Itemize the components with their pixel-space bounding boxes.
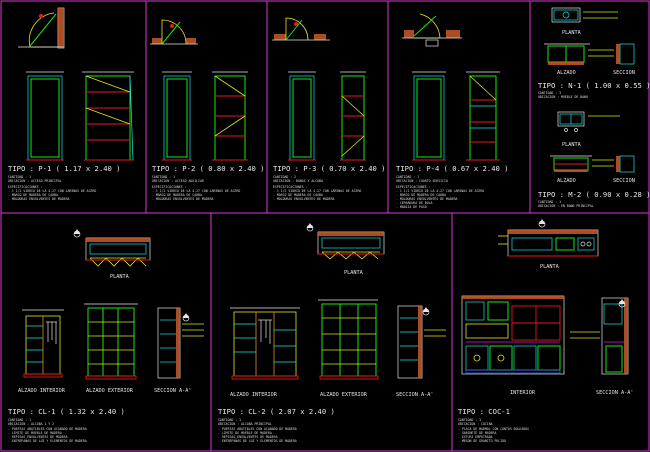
p4-note: - MARCO DE MADERA DE CAOBA (396, 193, 446, 197)
coc1-note: UBICACION : COCINA (458, 422, 493, 426)
coc1-notes: CANTIDAD : 1 UBICACION : COCINA - PLACA … (458, 418, 529, 443)
cl2-note: - PUERTAS ABATIBLES CON ACABADO DE MADER… (218, 427, 297, 431)
n1-alzado-label: ALZADO (557, 70, 576, 76)
p4-note: - MOLDURAS ENVOLVENTES DE MADERA (396, 197, 457, 201)
p2-note: CANTIDAD : 1 (152, 175, 175, 179)
p4-note: - 1 1/2 VIDRIO DE LA 4.27 CON LAMINAS DE… (396, 189, 484, 193)
p3-note: - 1 1/2 VIDRIO DE LA 4.27 CON LAMINAS DE… (273, 189, 361, 193)
cl2-notes: CANTIDAD : 1 UBICACION : ALCOBA PRINCIPA… (218, 418, 297, 443)
coc1-seccion-label: SECCION A-A' (596, 390, 633, 396)
m2-note: UBICACION : EN BANO PRINCIPAL (538, 204, 594, 208)
coc1-note: - ESTUFA EMPOTRADA (458, 435, 493, 439)
p1-note: - MARCO DE MADERA DE CAOBA (8, 193, 58, 197)
p2-title: TIPO : P-2 ( 0.80 x 2.40 ) (152, 164, 265, 173)
cl2-alzado-interior-label: ALZADO INTERIOR (230, 392, 278, 398)
p3-notes: CANTIDAD : 2 UBICACION : BANOS Y ALCOBA … (273, 175, 361, 201)
p4-note: CANTIDAD : 1 (396, 175, 419, 179)
n1-seccion-label: SECCION (613, 70, 635, 76)
p3-title: TIPO : P-3 ( 0.70 x 2.40 ) (273, 164, 386, 173)
cl1-seccion-label: SECCION A-A' (154, 388, 191, 394)
m2-title: TIPO : M-2 ( 0.90 x 0.28 ) (538, 190, 650, 199)
p1-note: - 1 1/2 VIDRIO DE LA 4.27 CON LAMINAS DE… (8, 189, 96, 193)
unit-n1-detail (544, 7, 635, 65)
p1-note: - MOLDURAS ENVOLVENTES DE MADERA (8, 197, 69, 201)
p2-note: - MARCO DE MADERA DE CAOBA (152, 193, 202, 197)
p1-note: CANTIDAD : 1 (8, 175, 31, 179)
door-p1-detail (18, 7, 134, 161)
n1-note: CANTIDAD : 3 (538, 91, 561, 95)
p3-note: CANTIDAD : 2 (273, 175, 296, 179)
door-p2-detail (150, 19, 248, 161)
p4-note: ESPECIFICACIONES : (396, 185, 431, 189)
cl1-alzado-exterior-label: ALZADO EXTERIOR (86, 388, 134, 394)
cl2-planta-label: PLANTA (344, 270, 364, 276)
p1-note: ESPECIFICACIONES : (8, 185, 43, 189)
door-p4-detail (402, 13, 500, 161)
cl1-note: - LIMITE DE MUEBLE DE MADERA (8, 431, 62, 435)
cl1-title: TIPO : CL-1 ( 1.32 x 2.40 ) (8, 407, 125, 416)
cl1-note: UBICACION : ALCOBA 1 Y 2 (8, 422, 54, 426)
cl2-note: - LIMITE DE MUEBLE DE MADERA (218, 431, 272, 435)
coc1-interior-label: INTERIOR (510, 390, 536, 396)
p3-note: UBICACION : BANOS Y ALCOBA (273, 179, 323, 183)
coc1-note: - MESON DE GRANITO PULIDO (458, 439, 506, 443)
cl2-note: CANTIDAD : 1 (218, 418, 241, 422)
coc1-title: TIPO : COC-1 (458, 407, 510, 416)
p3-note: - MOLDURAS ENVOLVENTES DE MADERA (273, 197, 334, 201)
door-p3-detail (272, 17, 366, 161)
p4-note: UBICACION : CUARTO SERVICIO (396, 179, 448, 183)
p3-note: - MARCO DE MADERA DE CAOBA (273, 193, 323, 197)
cl1-note: - REPISAS ENVOLVENTES DE MADERA (8, 435, 68, 439)
p2-notes: CANTIDAD : 1 UBICACION : ACCESO AUXILIAR… (152, 175, 240, 201)
p2-note: - MOLDURAS ENVOLVENTES DE MADERA (152, 197, 213, 201)
cl1-note: - ENTREPAÑOS DE LUZ Y ELEMENTOS DE MADER… (8, 438, 87, 443)
p1-notes: CANTIDAD : 1 UBICACION : ACCESO PRINCIPA… (8, 175, 96, 201)
n1-note: UBICACION : MUEBLE DE BANO (538, 95, 588, 99)
coc1-note: - PLACA DE MARMOL CON CANTOS BOLEADOS (458, 427, 529, 431)
coc1-planta-label: PLANTA (540, 264, 560, 270)
cl2-note: - REPISAS ENVOLVENTES DE MADERA (218, 435, 278, 439)
cl1-notes: CANTIDAD : 1 UBICACION : ALCOBA 1 Y 2 - … (8, 418, 87, 443)
kitchen-coc1-detail (461, 219, 629, 375)
cl2-note: - ENTREPAÑOS DE LUZ Y ELEMENTOS DE MADER… (218, 438, 297, 443)
p2-note: ESPECIFICACIONES : (152, 185, 187, 189)
n1-planta-label: PLANTA (562, 30, 582, 36)
cl2-note: UBICACION : ALCOBA PRINCIPAL (218, 422, 272, 426)
m2-note: CANTIDAD : 1 (538, 200, 561, 204)
cl1-note: CANTIDAD : 1 (8, 418, 31, 422)
coc1-note: - GABINETE DE MADERA (458, 431, 496, 435)
unit-m2-detail (550, 111, 635, 173)
m2-alzado-label: ALZADO (557, 178, 576, 184)
cl1-alzado-interior-label: ALZADO INTERIOR (18, 388, 66, 394)
p4-title: TIPO : P-4 ( 0.67 x 2.40 ) (396, 164, 509, 173)
cl2-title: TIPO : CL-2 ( 2.07 x 2.40 ) (218, 407, 335, 416)
coc1-note: CANTIDAD : 1 (458, 418, 481, 422)
m2-seccion-label: SECCION (613, 178, 635, 184)
p2-note: - 1 1/2 VIDRIO DE LA 4.27 CON LAMINAS DE… (152, 189, 240, 193)
closet-cl1-detail (22, 229, 204, 380)
m2-planta-label: PLANTA (562, 142, 582, 148)
n1-title: TIPO : N-1 ( 1.00 x 0.55 ) (538, 81, 650, 90)
p4-note: - CERRADURA DE BOLA (396, 201, 433, 205)
cl2-seccion-label: SECCION A-A' (396, 392, 433, 398)
cl1-planta-label: PLANTA (110, 274, 130, 280)
p4-notes: CANTIDAD : 1 UBICACION : CUARTO SERVICIO… (396, 175, 484, 209)
closet-cl2-detail (230, 223, 446, 380)
p4-note: - MANIJA DE PASO (396, 205, 427, 209)
p3-note: ESPECIFICACIONES : (273, 185, 308, 189)
p1-title: TIPO : P-1 ( 1.17 x 2.40 ) (8, 164, 121, 173)
p1-note: UBICACION : ACCESO PRINCIPAL (8, 179, 62, 183)
cl2-alzado-exterior-label: ALZADO EXTERIOR (320, 392, 368, 398)
p2-note: UBICACION : ACCESO AUXILIAR (152, 179, 204, 183)
cl1-note: - PUERTAS ABATIBLES CON ACABADO DE MADER… (8, 427, 87, 431)
